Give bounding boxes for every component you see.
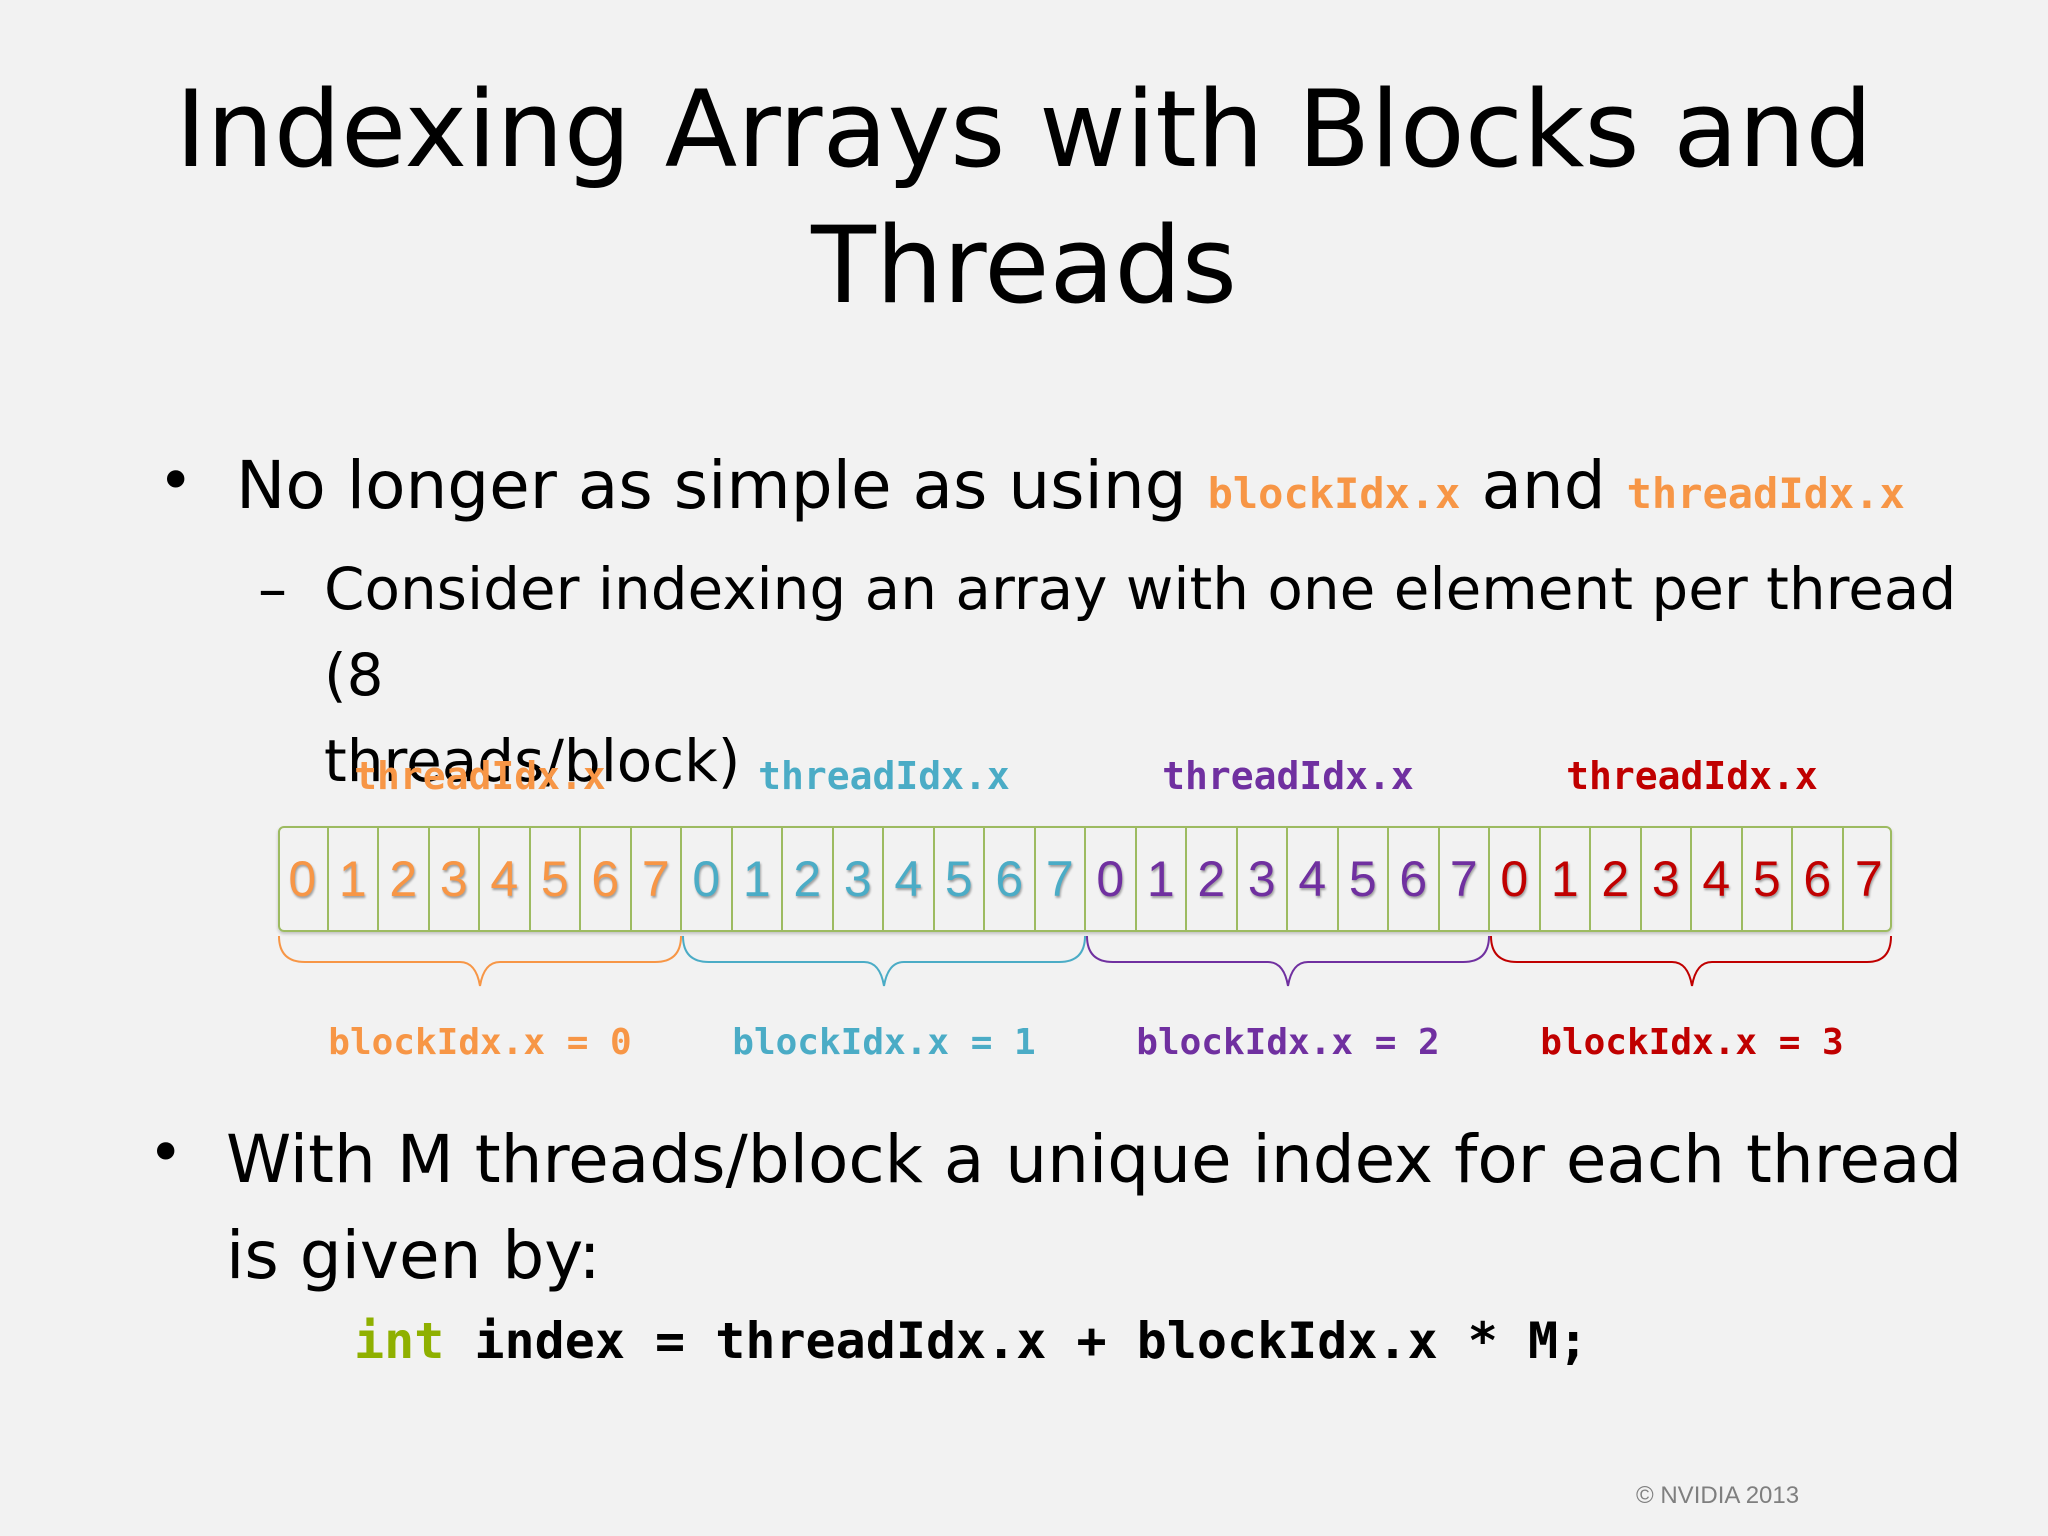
bullet-dot-1: • <box>158 446 194 516</box>
title-line-2: Threads <box>811 204 1237 327</box>
array-cell: 2 <box>379 826 430 932</box>
array-cell: 1 <box>733 826 783 932</box>
thread-label-block-0: threadIdx.x <box>354 754 606 798</box>
array-cell: 7 <box>1854 851 1883 907</box>
sub-bullet-dash: – <box>258 555 287 623</box>
array-cell: 7 <box>632 826 682 932</box>
sub-bullet-line-2: threads/block) <box>324 727 741 795</box>
bullet-2: With M threads/block a unique index for … <box>226 1112 1962 1304</box>
sub-bullet-line-1: Consider indexing an array with one elem… <box>324 555 1957 709</box>
array-cell: 0 <box>682 826 733 932</box>
block-label-1: blockIdx.x = 1 <box>732 1022 1036 1063</box>
thread-label-block-2: threadIdx.x <box>1162 754 1414 798</box>
array-cell: 1 <box>1541 826 1591 932</box>
array-cell: 6 <box>581 826 632 932</box>
block-label-3: blockIdx.x = 3 <box>1540 1022 1844 1063</box>
array-cell: 7 <box>1036 826 1086 932</box>
bullet-1-code-blockidx: blockIdx.x <box>1207 469 1461 518</box>
bullet-1: No longer as simple as using blockIdx.x … <box>236 446 1905 534</box>
bullet-dot-2: • <box>148 1118 184 1188</box>
array-cell: 4 <box>884 826 935 932</box>
bullet-1-text: No longer as simple as using <box>236 447 1187 524</box>
array-cell: 6 <box>1389 826 1440 932</box>
slide-title: Indexing Arrays with Blocks and Threads <box>0 62 2048 334</box>
array-cell: 5 <box>1339 826 1389 932</box>
array-cell: 4 <box>1692 826 1743 932</box>
brace-block-0 <box>278 935 682 987</box>
array-cell: 2 <box>1187 826 1238 932</box>
array-cell: 6 <box>1793 826 1844 932</box>
array-cell: 2 <box>1591 826 1642 932</box>
block-label-0: blockIdx.x = 0 <box>328 1022 632 1063</box>
array-cell: 0 <box>1086 826 1137 932</box>
array-cell: 3 <box>1642 826 1692 932</box>
array-cell: 1 <box>1137 826 1187 932</box>
array-cell: 2 <box>783 826 834 932</box>
array-cell: 0 <box>1490 826 1541 932</box>
array-cell: 4 <box>1288 826 1339 932</box>
bullet-2-line-1: With M threads/block a unique index for … <box>226 1121 1963 1198</box>
code-keyword-int: int <box>354 1312 445 1370</box>
array-cell: 7 <box>1440 826 1490 932</box>
array-cell: 3 <box>1238 826 1288 932</box>
array-cell: 5 <box>935 826 985 932</box>
block-label-2: blockIdx.x = 2 <box>1136 1022 1440 1063</box>
sub-bullet: Consider indexing an array with one elem… <box>324 546 2024 804</box>
array-cell: 3 <box>834 826 884 932</box>
title-line-1: Indexing Arrays with Blocks and <box>175 68 1873 191</box>
brace-block-1 <box>682 935 1086 987</box>
array-cell: 6 <box>985 826 1036 932</box>
array-cell: 4 <box>480 826 531 932</box>
bullet-1-code-threadidx: threadIdx.x <box>1626 469 1905 518</box>
brace-block-3 <box>1490 935 1892 987</box>
thread-label-block-1: threadIdx.x <box>758 754 1010 798</box>
array-cell: 0 <box>278 826 329 932</box>
brace-block-2 <box>1086 935 1490 987</box>
code-snippet: int index = threadIdx.x + blockIdx.x * M… <box>354 1312 1588 1370</box>
thread-label-block-3: threadIdx.x <box>1566 754 1818 798</box>
array-cell: 3 <box>430 826 480 932</box>
array-cell: 1 <box>329 826 379 932</box>
array-cell: 5 <box>531 826 581 932</box>
copyright-footer: © NVIDIA 2013 <box>1636 1482 1800 1509</box>
bullet-2-line-2: is given by: <box>226 1217 601 1294</box>
bullet-1-and: and <box>1481 447 1606 524</box>
array-cell: 5 <box>1743 826 1793 932</box>
code-expression: index = threadIdx.x + blockIdx.x * M; <box>444 1312 1589 1370</box>
